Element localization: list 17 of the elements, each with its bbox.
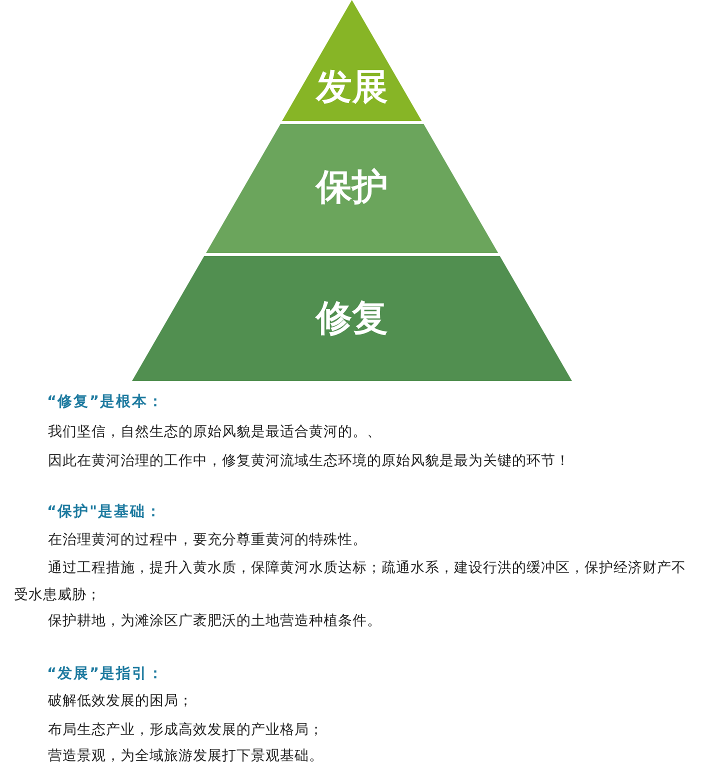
tier-label: 发展 [316, 68, 388, 108]
pyramid-tier [206, 124, 498, 253]
pyramid-apex [282, 0, 422, 121]
body-text: 在治理黄河的过程中，要充分尊重黄河的特殊性。 [48, 530, 367, 550]
tier-label: 修复 [316, 299, 388, 339]
section-heading: “保护"是基础： [47, 502, 162, 522]
body-text: 因此在黄河治理的工作中，修复黄河流域生态环境的原始风貌是最为关键的环节！ [48, 452, 570, 470]
body-text: 布局生态产业，形成高效发展的产业格局； [48, 720, 324, 740]
tier-label: 保护 [316, 168, 388, 208]
section-heading: “发展”是指引： [47, 664, 164, 684]
pyramid-tier [132, 256, 572, 381]
body-text: 我们坚信，自然生态的原始风貌是最适合黄河的。、 [48, 422, 382, 442]
body-text: 破解低效发展的困局； [48, 692, 193, 710]
body-text: 保护耕地，为滩涂区广袤肥沃的土地营造种植条件。 [48, 612, 382, 630]
body-text: 营造景观，为全域旅游发展打下景观基础。 [48, 746, 324, 766]
section-heading: “修复”是根本： [47, 392, 164, 412]
body-text: 通过工程措施，提升入黄水质，保障黄河水质达标；疏通水系，建设行洪的缓冲区，保护经济财产不受水患威胁； [14, 558, 687, 604]
